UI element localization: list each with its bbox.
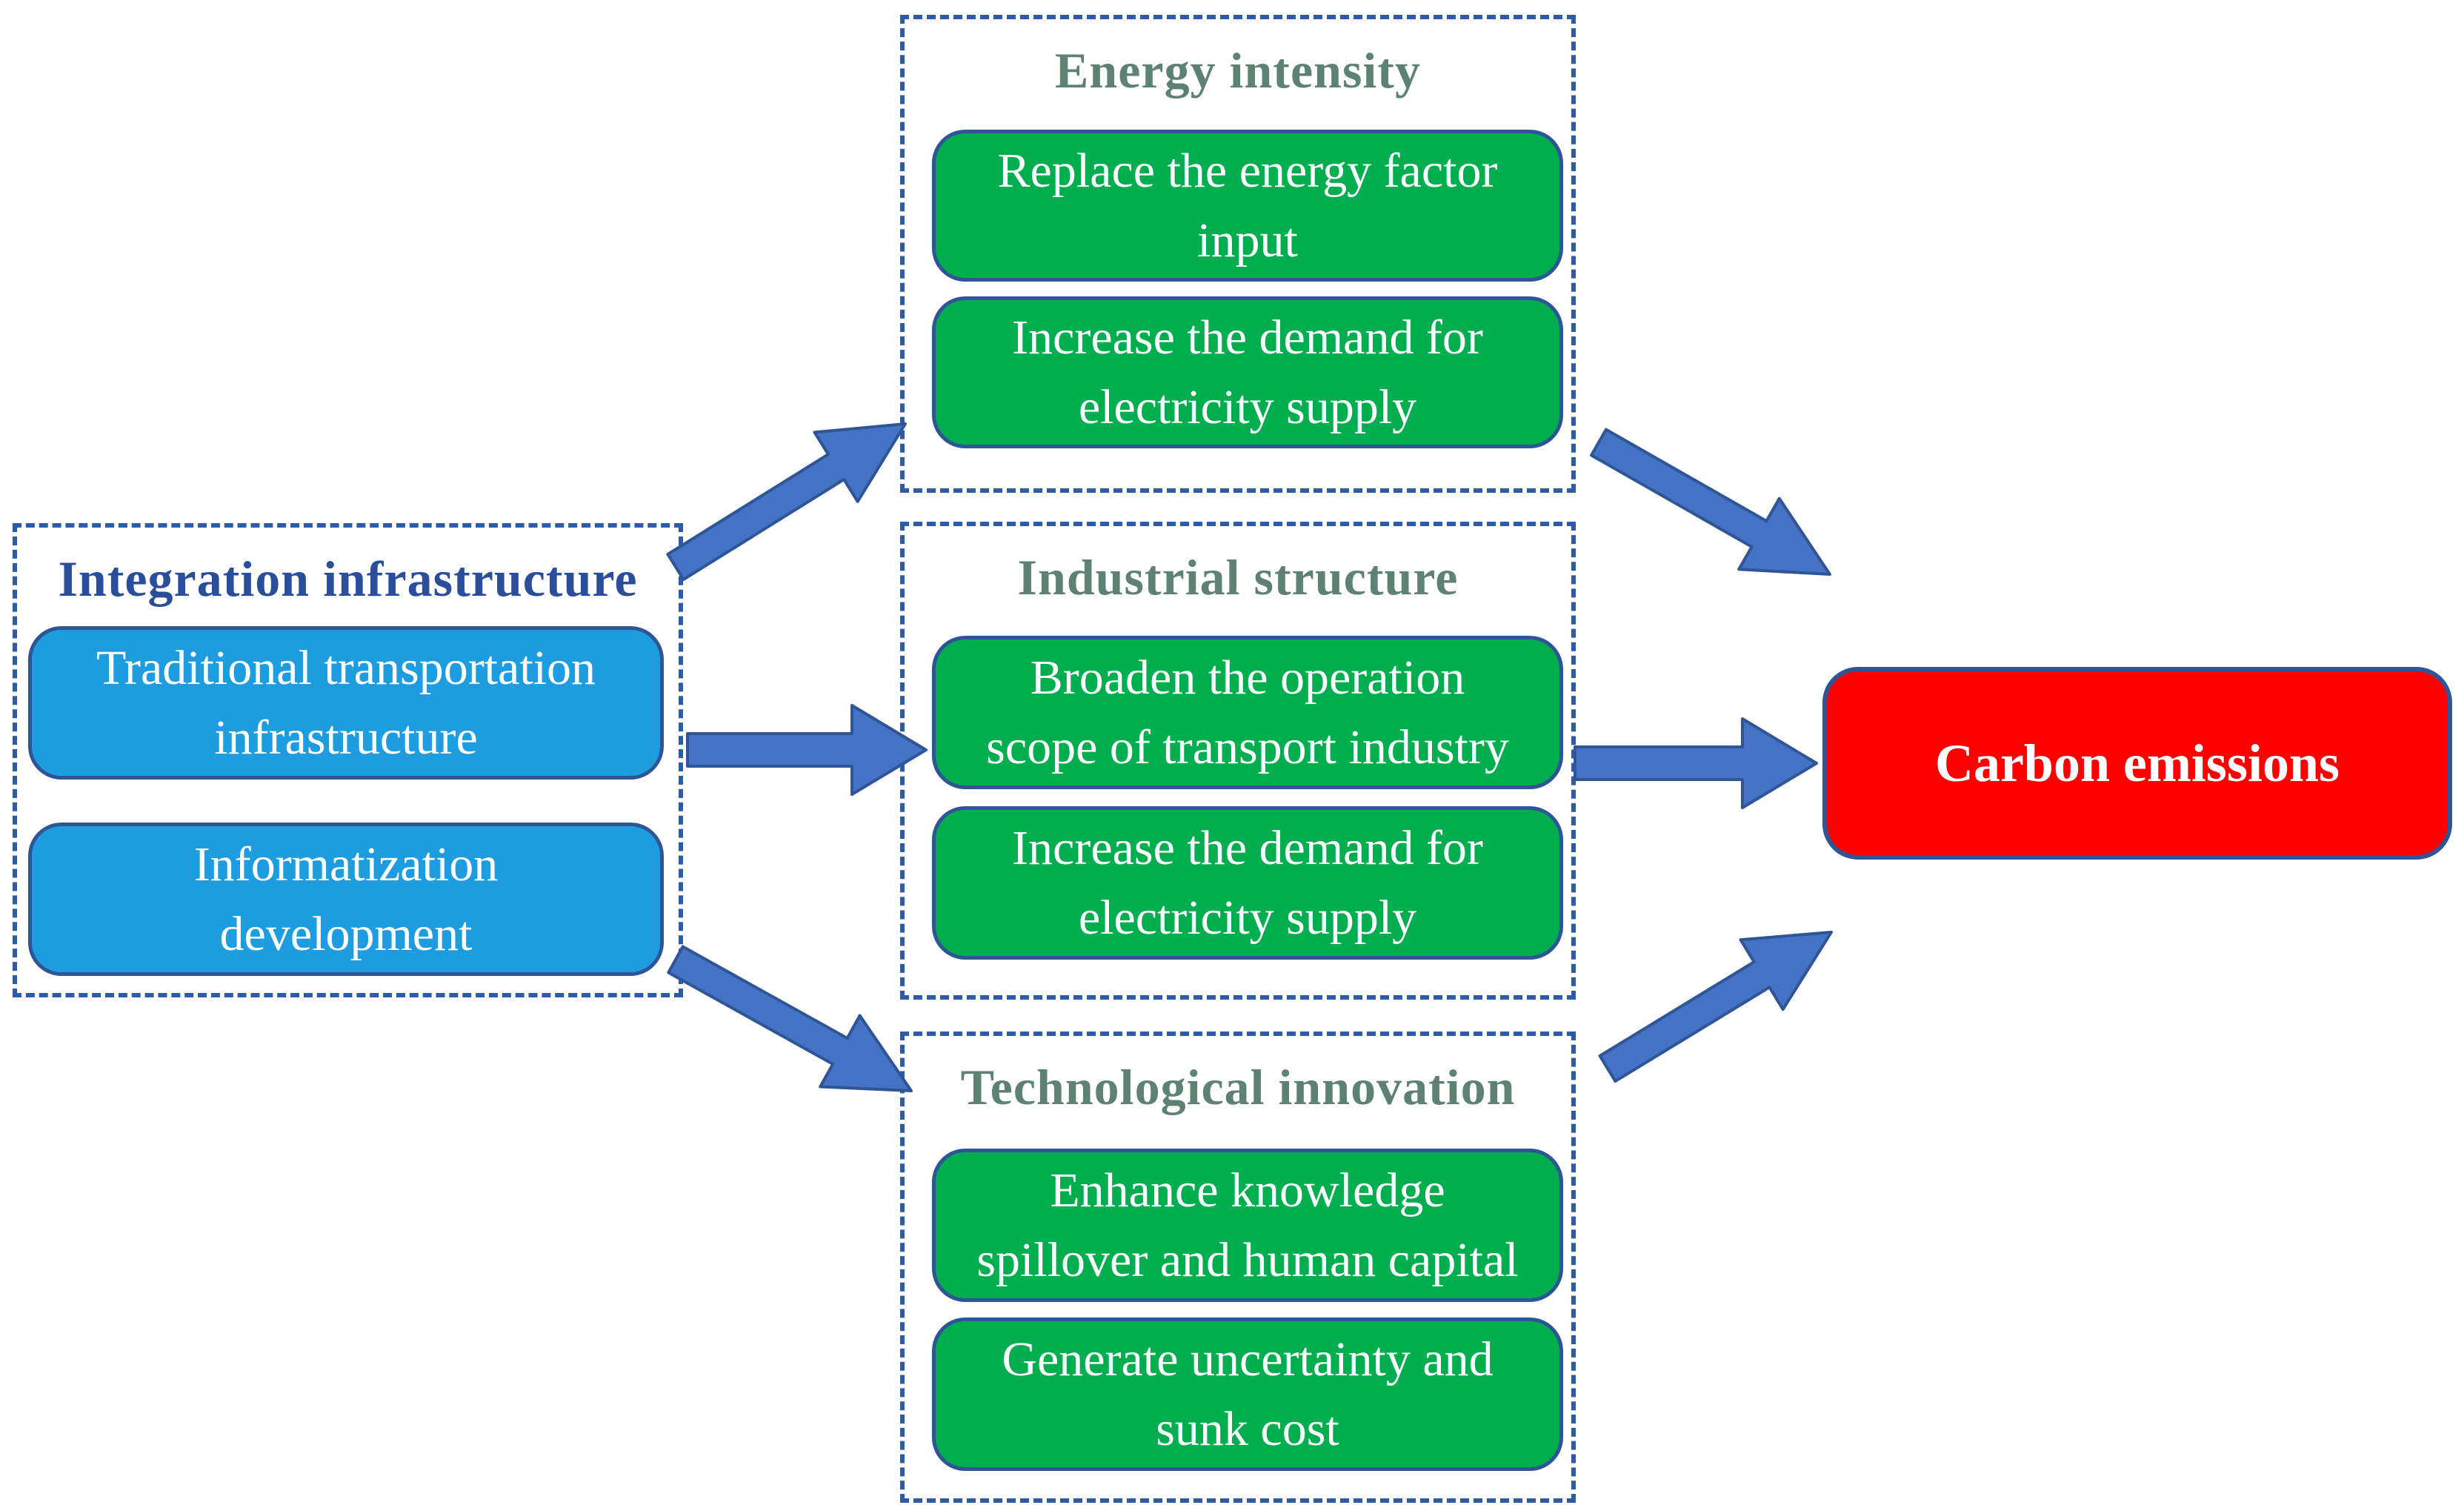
node-text-line: Traditional transportation	[96, 640, 596, 695]
arrow-technology-to-carbon	[1598, 931, 1833, 1083]
node-text-line: development	[219, 906, 473, 961]
enhance-knowledge-spillover-node: Enhance knowledge spillover and human ca…	[932, 1149, 1563, 1302]
node-text-line: Enhance knowledge	[1050, 1163, 1445, 1217]
node-text-line: Increase the demand for	[1012, 310, 1483, 365]
generate-uncertainty-sunk-cost-node: Generate uncertainty and sunk cost	[932, 1318, 1563, 1471]
broaden-operation-scope-node: Broaden the operation scope of transport…	[932, 636, 1563, 789]
integration-infrastructure-title: Integration infrastructure	[58, 551, 638, 607]
carbon-emissions-label: Carbon emissions	[1934, 733, 2340, 793]
node-text-line: electricity supply	[1078, 890, 1417, 945]
node-text-line: Replace the energy factor	[997, 143, 1498, 198]
arrow-left-to-energy	[666, 422, 907, 581]
node-text-line: scope of transport industry	[986, 720, 1509, 774]
node-text-line: sunk cost	[1156, 1401, 1339, 1456]
node-text-line: input	[1197, 213, 1298, 268]
node-text-line: Informatization	[193, 837, 499, 891]
node-text-line: Increase the demand for	[1012, 820, 1483, 875]
energy-intensity-title: Energy intensity	[1055, 42, 1421, 99]
arrow-energy-to-carbon	[1590, 428, 1831, 576]
node-text-line: electricity supply	[1078, 379, 1417, 434]
industrial-structure-title: Industrial structure	[1017, 549, 1459, 605]
arrow-left-to-technology	[667, 945, 913, 1092]
node-text-line: Broaden the operation	[1030, 650, 1465, 705]
informatization-development-node: Informatization development	[28, 823, 664, 976]
traditional-transportation-infrastructure-node: Traditional transportation infrastructur…	[28, 626, 664, 780]
carbon-emissions-node: Carbon emissions	[1822, 667, 2452, 860]
node-text-line: Generate uncertainty and	[1002, 1332, 1494, 1386]
arrow-industrial-to-carbon	[1574, 717, 1818, 809]
increase-demand-electricity-supply-node-energy: Increase the demand for electricity supp…	[932, 296, 1563, 448]
node-text-line: spillover and human capital	[976, 1232, 1519, 1287]
technological-innovation-title: Technological innovation	[960, 1059, 1516, 1115]
node-text-line: infrastructure	[214, 710, 478, 765]
replace-energy-factor-input-node: Replace the energy factor input	[932, 130, 1563, 282]
arrow-left-to-industrial	[686, 704, 928, 796]
increase-demand-electricity-supply-node-industrial: Increase the demand for electricity supp…	[932, 806, 1563, 960]
